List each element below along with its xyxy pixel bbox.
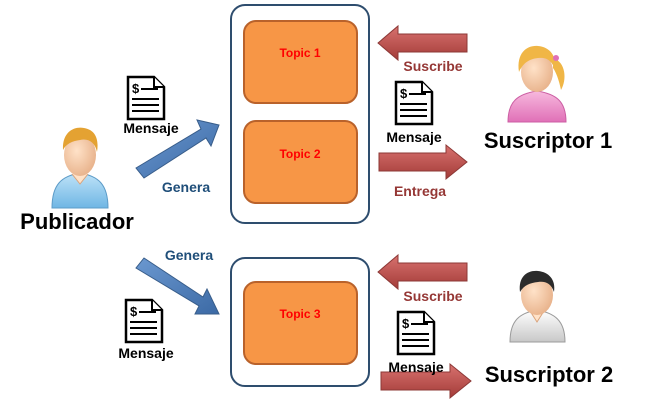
generate-arrow-2: [135, 257, 220, 315]
subscribe-label-2: Suscribe: [403, 288, 462, 304]
subscribe-arrow-2: [377, 253, 468, 291]
publisher-message-label-1: Mensaje: [123, 120, 178, 136]
subscribe-label-1: Suscribe: [403, 58, 462, 74]
svg-text:$: $: [132, 81, 140, 96]
subscriber-2-message-label: Mensaje: [388, 359, 443, 375]
subscribe-arrow-1: [377, 24, 468, 62]
publisher-message-label-2: Mensaje: [118, 345, 173, 361]
topic-3-box: [243, 281, 358, 365]
deliver-arrow-1: [378, 143, 468, 181]
topic-1-box: [243, 20, 358, 104]
generate-arrow-1: [135, 119, 220, 179]
publisher-label: Publicador: [20, 209, 134, 234]
deliver-arrow-2: [380, 362, 472, 400]
subscriber-1-person-icon: [507, 45, 567, 123]
publisher-person-icon: [51, 127, 109, 209]
document-icon-publisher-2: $: [124, 298, 164, 344]
svg-text:$: $: [400, 86, 408, 101]
svg-text:$: $: [402, 316, 410, 331]
topic-1-label: Topic 1: [279, 46, 320, 60]
generate-label-2: Genera: [165, 247, 213, 263]
topic-3-label: Topic 3: [279, 307, 320, 321]
deliver-label-1: Entrega: [394, 183, 446, 199]
topic-2-label: Topic 2: [279, 147, 320, 161]
generate-label-1: Genera: [162, 179, 210, 195]
subscriber-1-message-label: Mensaje: [386, 129, 441, 145]
document-icon-publisher-1: $: [126, 75, 166, 121]
subscriber-2-person-icon: [509, 270, 566, 343]
topic-2-box: [243, 120, 358, 204]
svg-text:$: $: [130, 304, 138, 319]
document-icon-subscriber-1: $: [394, 80, 434, 126]
subscriber-1-label: Suscriptor 1: [484, 128, 612, 153]
document-icon-subscriber-2: $: [396, 310, 436, 356]
subscriber-2-label: Suscriptor 2: [485, 362, 613, 387]
